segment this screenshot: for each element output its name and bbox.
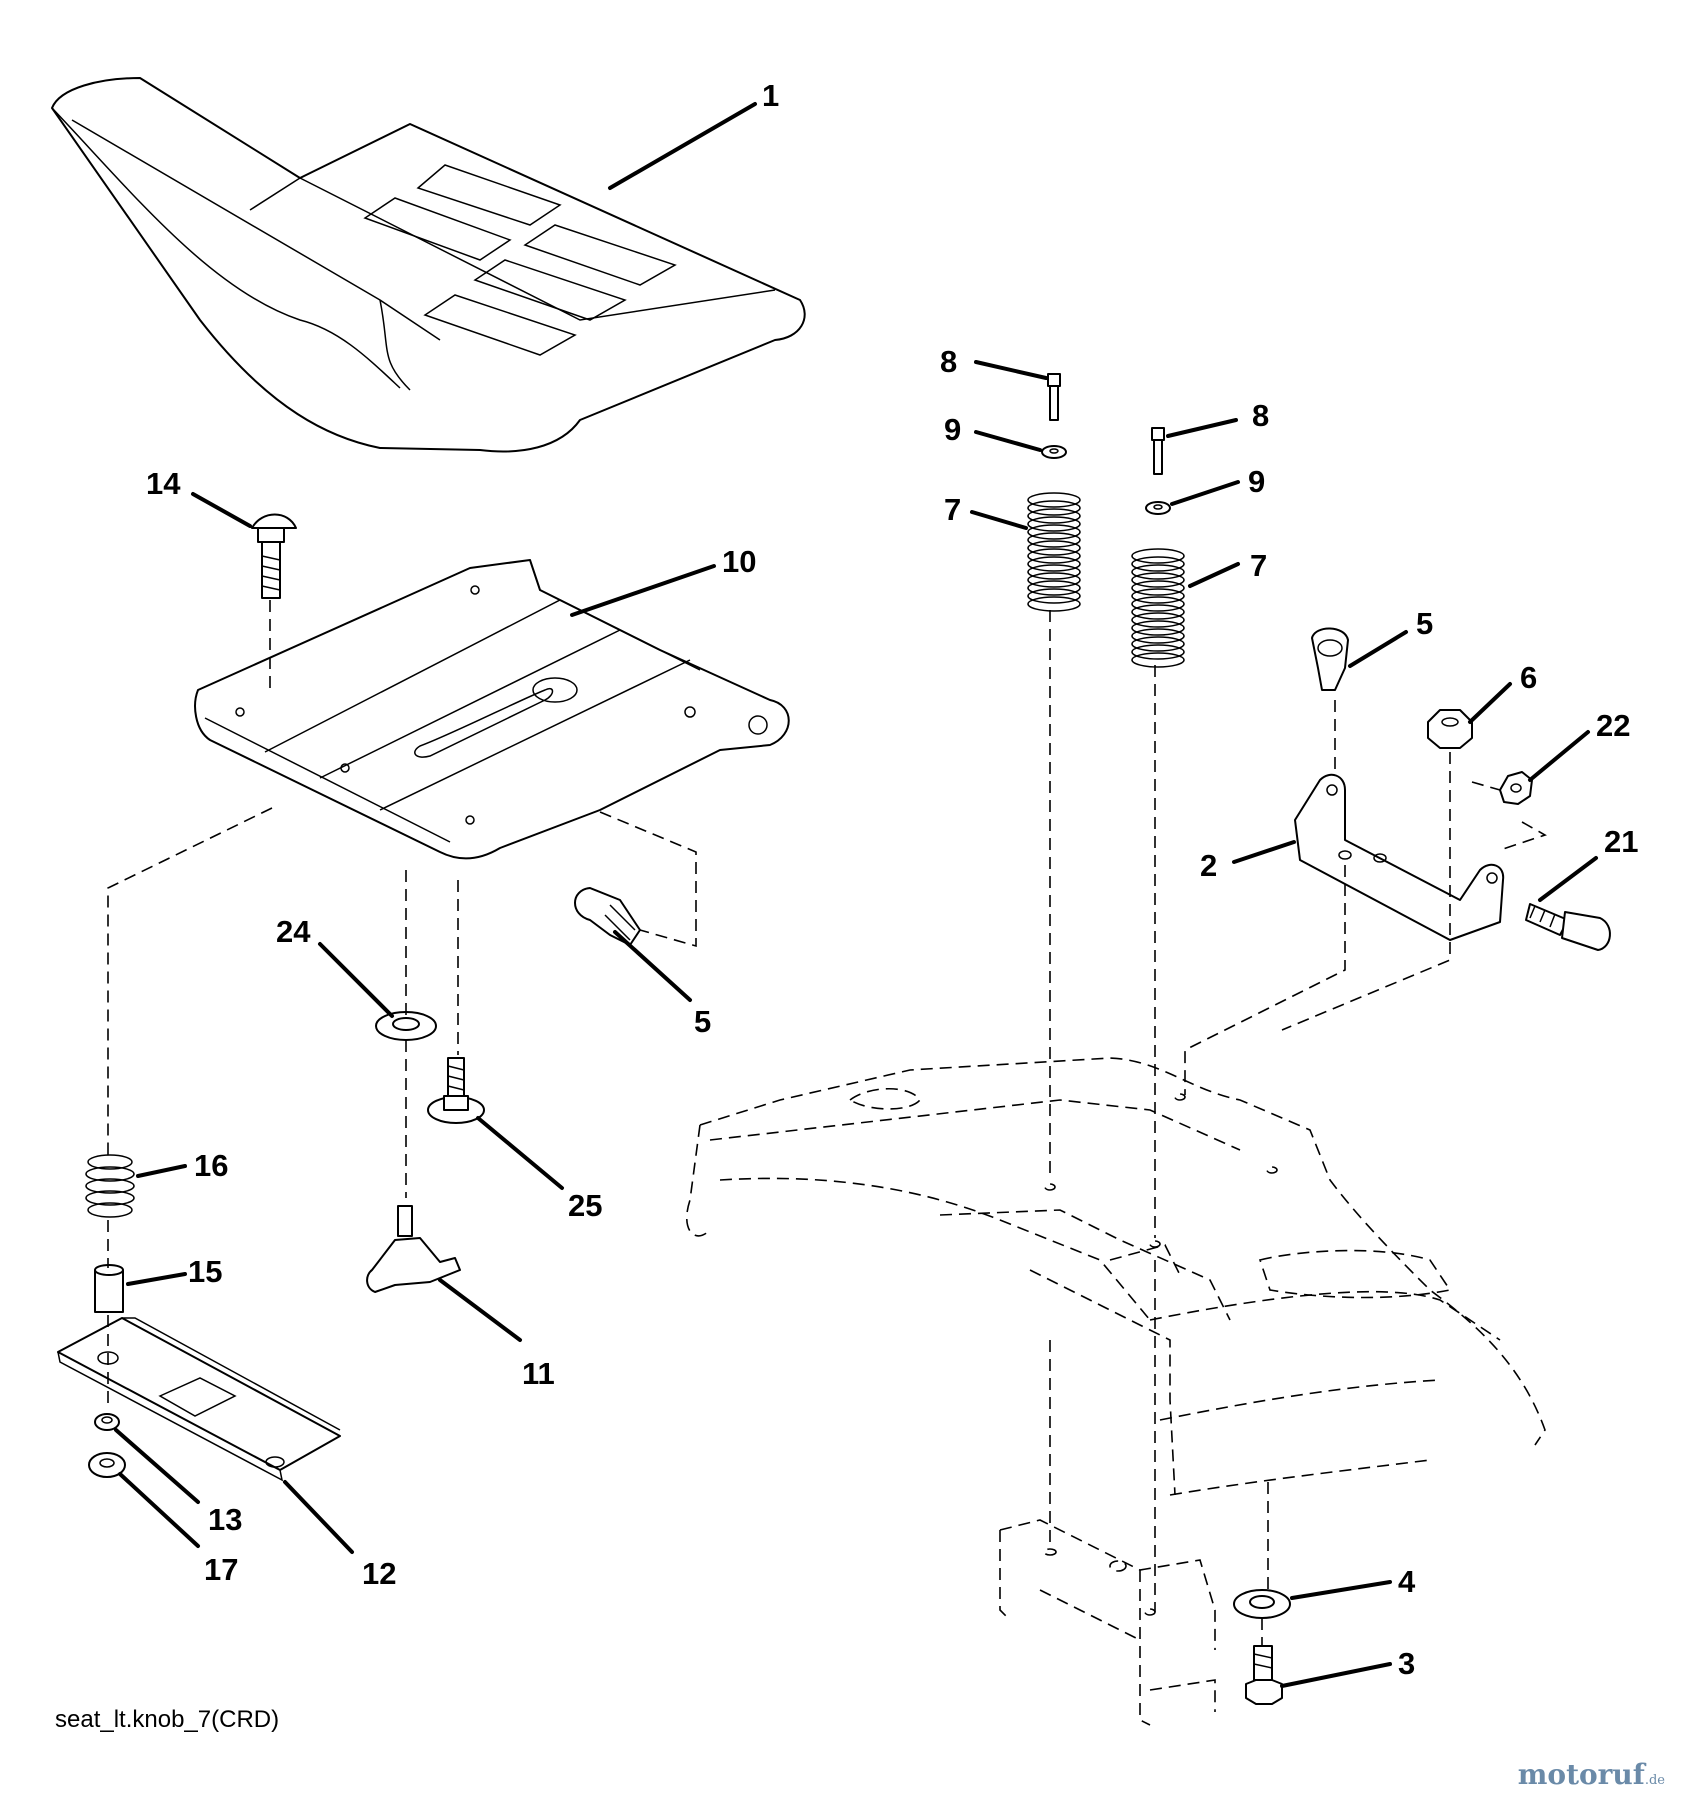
nut-part-6 bbox=[1427, 709, 1473, 749]
spring-part-7-right bbox=[1131, 548, 1185, 668]
spring-coil bbox=[1027, 516, 1081, 532]
spring-coil bbox=[1131, 596, 1185, 612]
assembly-lines bbox=[107, 600, 1547, 1645]
spring-coil bbox=[1131, 548, 1185, 564]
spring-coil bbox=[1027, 500, 1081, 516]
callout-9-left: 9 bbox=[944, 412, 961, 447]
spring-coil bbox=[1131, 620, 1185, 636]
knob-part-11 bbox=[366, 1205, 461, 1293]
spring-coil bbox=[1131, 636, 1185, 652]
callout-13: 13 bbox=[208, 1502, 242, 1537]
callout-7-right: 7 bbox=[1250, 548, 1267, 583]
callout-8-right: 8 bbox=[1252, 398, 1269, 433]
spring-clip-part-5-left bbox=[574, 887, 641, 946]
washer-part-9-left bbox=[1041, 445, 1067, 459]
spring-coil bbox=[1131, 604, 1185, 620]
shoulder-bolt-part-25 bbox=[427, 1057, 485, 1124]
spring-coil bbox=[1131, 628, 1185, 644]
spring-coil bbox=[1131, 644, 1185, 660]
callout-4: 4 bbox=[1398, 1564, 1416, 1599]
seat-pads bbox=[363, 164, 677, 356]
callout-22: 22 bbox=[1596, 708, 1630, 743]
callout-16: 16 bbox=[194, 1148, 228, 1183]
nut-part-22 bbox=[1499, 771, 1533, 805]
callout-1: 1 bbox=[762, 78, 779, 113]
callout-11: 11 bbox=[522, 1356, 555, 1391]
callout-labels: 1 14 10 5 24 25 16 15 11 13 17 12 8 9 7 … bbox=[146, 78, 1638, 1681]
callout-10: 10 bbox=[722, 544, 756, 579]
nut-part-13 bbox=[94, 1413, 120, 1431]
flange-nut-part-17 bbox=[88, 1452, 126, 1478]
tractor-frame-reference bbox=[685, 1057, 1546, 1726]
spring-coil bbox=[1027, 540, 1081, 556]
seat-pan-part-10 bbox=[194, 559, 790, 860]
bolt-part-8-left bbox=[1047, 373, 1061, 421]
callout-5-left: 5 bbox=[694, 1004, 711, 1039]
bolt-part-8-right bbox=[1151, 427, 1165, 475]
spring-coil bbox=[1027, 524, 1081, 540]
brand-tld: .de bbox=[1644, 1773, 1665, 1788]
diagram-caption: seat_lt.knob_7(CRD) bbox=[55, 1706, 280, 1733]
callout-17: 17 bbox=[204, 1552, 238, 1587]
bolt-part-3 bbox=[1245, 1645, 1283, 1705]
callout-21: 21 bbox=[1604, 824, 1638, 859]
spring-coil bbox=[1027, 556, 1081, 572]
washer-part-9-right bbox=[1145, 501, 1171, 515]
spring-coil bbox=[1027, 508, 1081, 524]
callout-2: 2 bbox=[1200, 848, 1217, 883]
callout-24: 24 bbox=[276, 914, 311, 949]
bracket-part-2 bbox=[1294, 773, 1505, 941]
spring-coil bbox=[1131, 588, 1185, 604]
brand-name: motoruf bbox=[1517, 1758, 1645, 1791]
spring-coil bbox=[1027, 588, 1081, 604]
callout-12: 12 bbox=[362, 1556, 396, 1591]
spacer-part-15 bbox=[94, 1264, 124, 1313]
callout-15: 15 bbox=[188, 1254, 222, 1289]
callout-3: 3 bbox=[1398, 1646, 1415, 1681]
bolt-part-21 bbox=[1525, 903, 1611, 951]
callout-6: 6 bbox=[1520, 660, 1537, 695]
spring-coil bbox=[1027, 492, 1081, 508]
spring-part-7-left bbox=[1027, 492, 1081, 612]
washer-part-4 bbox=[1233, 1589, 1291, 1619]
brand-watermark: motoruf.de bbox=[1518, 1758, 1665, 1791]
seat-part-1 bbox=[51, 77, 806, 453]
spring-coil bbox=[1027, 580, 1081, 596]
bracket-plate-part-12 bbox=[57, 1317, 341, 1482]
callout-5-right: 5 bbox=[1416, 606, 1433, 641]
spring-coil bbox=[1131, 580, 1185, 596]
spring-coil bbox=[1027, 572, 1081, 588]
callout-7-left: 7 bbox=[944, 492, 961, 527]
spring-coil bbox=[1027, 564, 1081, 580]
spring-part-16 bbox=[85, 1154, 135, 1218]
carriage-bolt-part-14 bbox=[251, 513, 297, 599]
spring-clip-part-5-right bbox=[1311, 627, 1349, 691]
spring-coil bbox=[1131, 652, 1185, 668]
spring-coil bbox=[1027, 548, 1081, 564]
spring-coil bbox=[1131, 612, 1185, 628]
spring-coil bbox=[1131, 564, 1185, 580]
callout-25: 25 bbox=[568, 1188, 602, 1223]
spring-coil bbox=[1131, 572, 1185, 588]
washer-part-24 bbox=[375, 1011, 437, 1041]
callout-14: 14 bbox=[146, 466, 181, 501]
callout-9-right: 9 bbox=[1248, 464, 1265, 499]
leader-lines bbox=[114, 102, 1598, 1688]
callout-8-left: 8 bbox=[940, 344, 957, 379]
spring-coil bbox=[1027, 596, 1081, 612]
spring-coil bbox=[1027, 532, 1081, 548]
spring-coil bbox=[1131, 556, 1185, 572]
